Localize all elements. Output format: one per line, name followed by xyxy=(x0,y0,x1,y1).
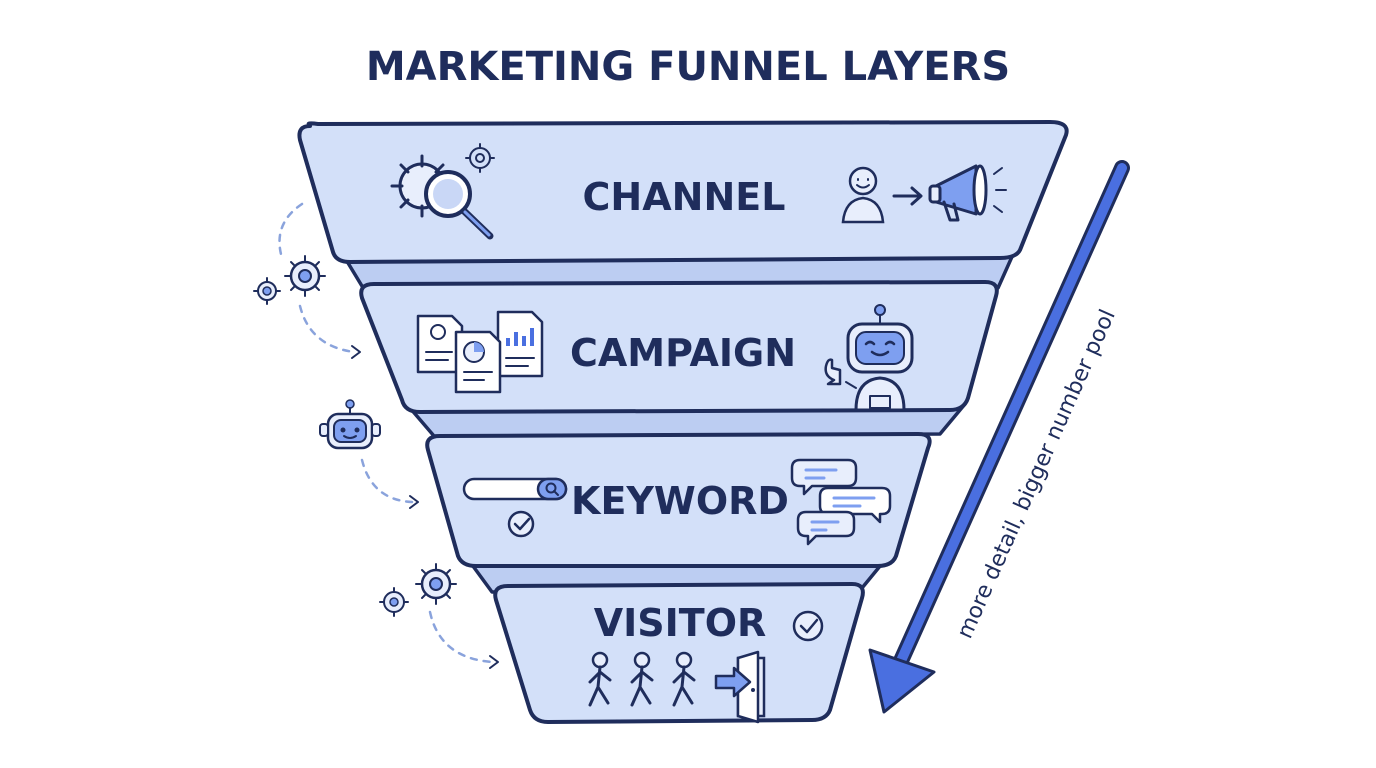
gears-icon xyxy=(253,255,326,305)
layer-keyword: KEYWORD xyxy=(425,432,932,594)
detail-direction-arrow xyxy=(868,160,1130,714)
layer-label-campaign: CAMPAIGN xyxy=(570,331,796,375)
reports-documents-icon xyxy=(416,310,544,394)
robot-icon xyxy=(319,399,381,450)
layer-label-visitor: VISITOR xyxy=(594,601,767,645)
chat-bubbles-icon xyxy=(790,458,892,546)
check-circle-icon xyxy=(792,610,824,642)
layer-campaign: CAMPAIGN xyxy=(359,280,999,438)
walking-visitors-icon xyxy=(588,651,696,707)
layer-channel: CHANNEL xyxy=(297,120,1069,298)
diagram-title: MARKETING FUNNEL LAYERS xyxy=(366,44,1010,90)
gears-icon xyxy=(379,563,457,617)
check-circle-icon xyxy=(507,510,535,538)
person-to-megaphone-icon xyxy=(841,164,1007,224)
gear-magnifier-icon xyxy=(390,143,495,240)
layer-label-channel: CHANNEL xyxy=(583,175,786,219)
left-side-flow-decorations xyxy=(253,202,499,669)
layer-label-keyword: KEYWORD xyxy=(571,479,789,523)
search-bar-icon xyxy=(462,477,568,501)
layer-visitor: VISITOR xyxy=(493,582,865,724)
door-entry-icon xyxy=(714,650,766,724)
robot-thumbs-up-icon xyxy=(824,304,914,412)
